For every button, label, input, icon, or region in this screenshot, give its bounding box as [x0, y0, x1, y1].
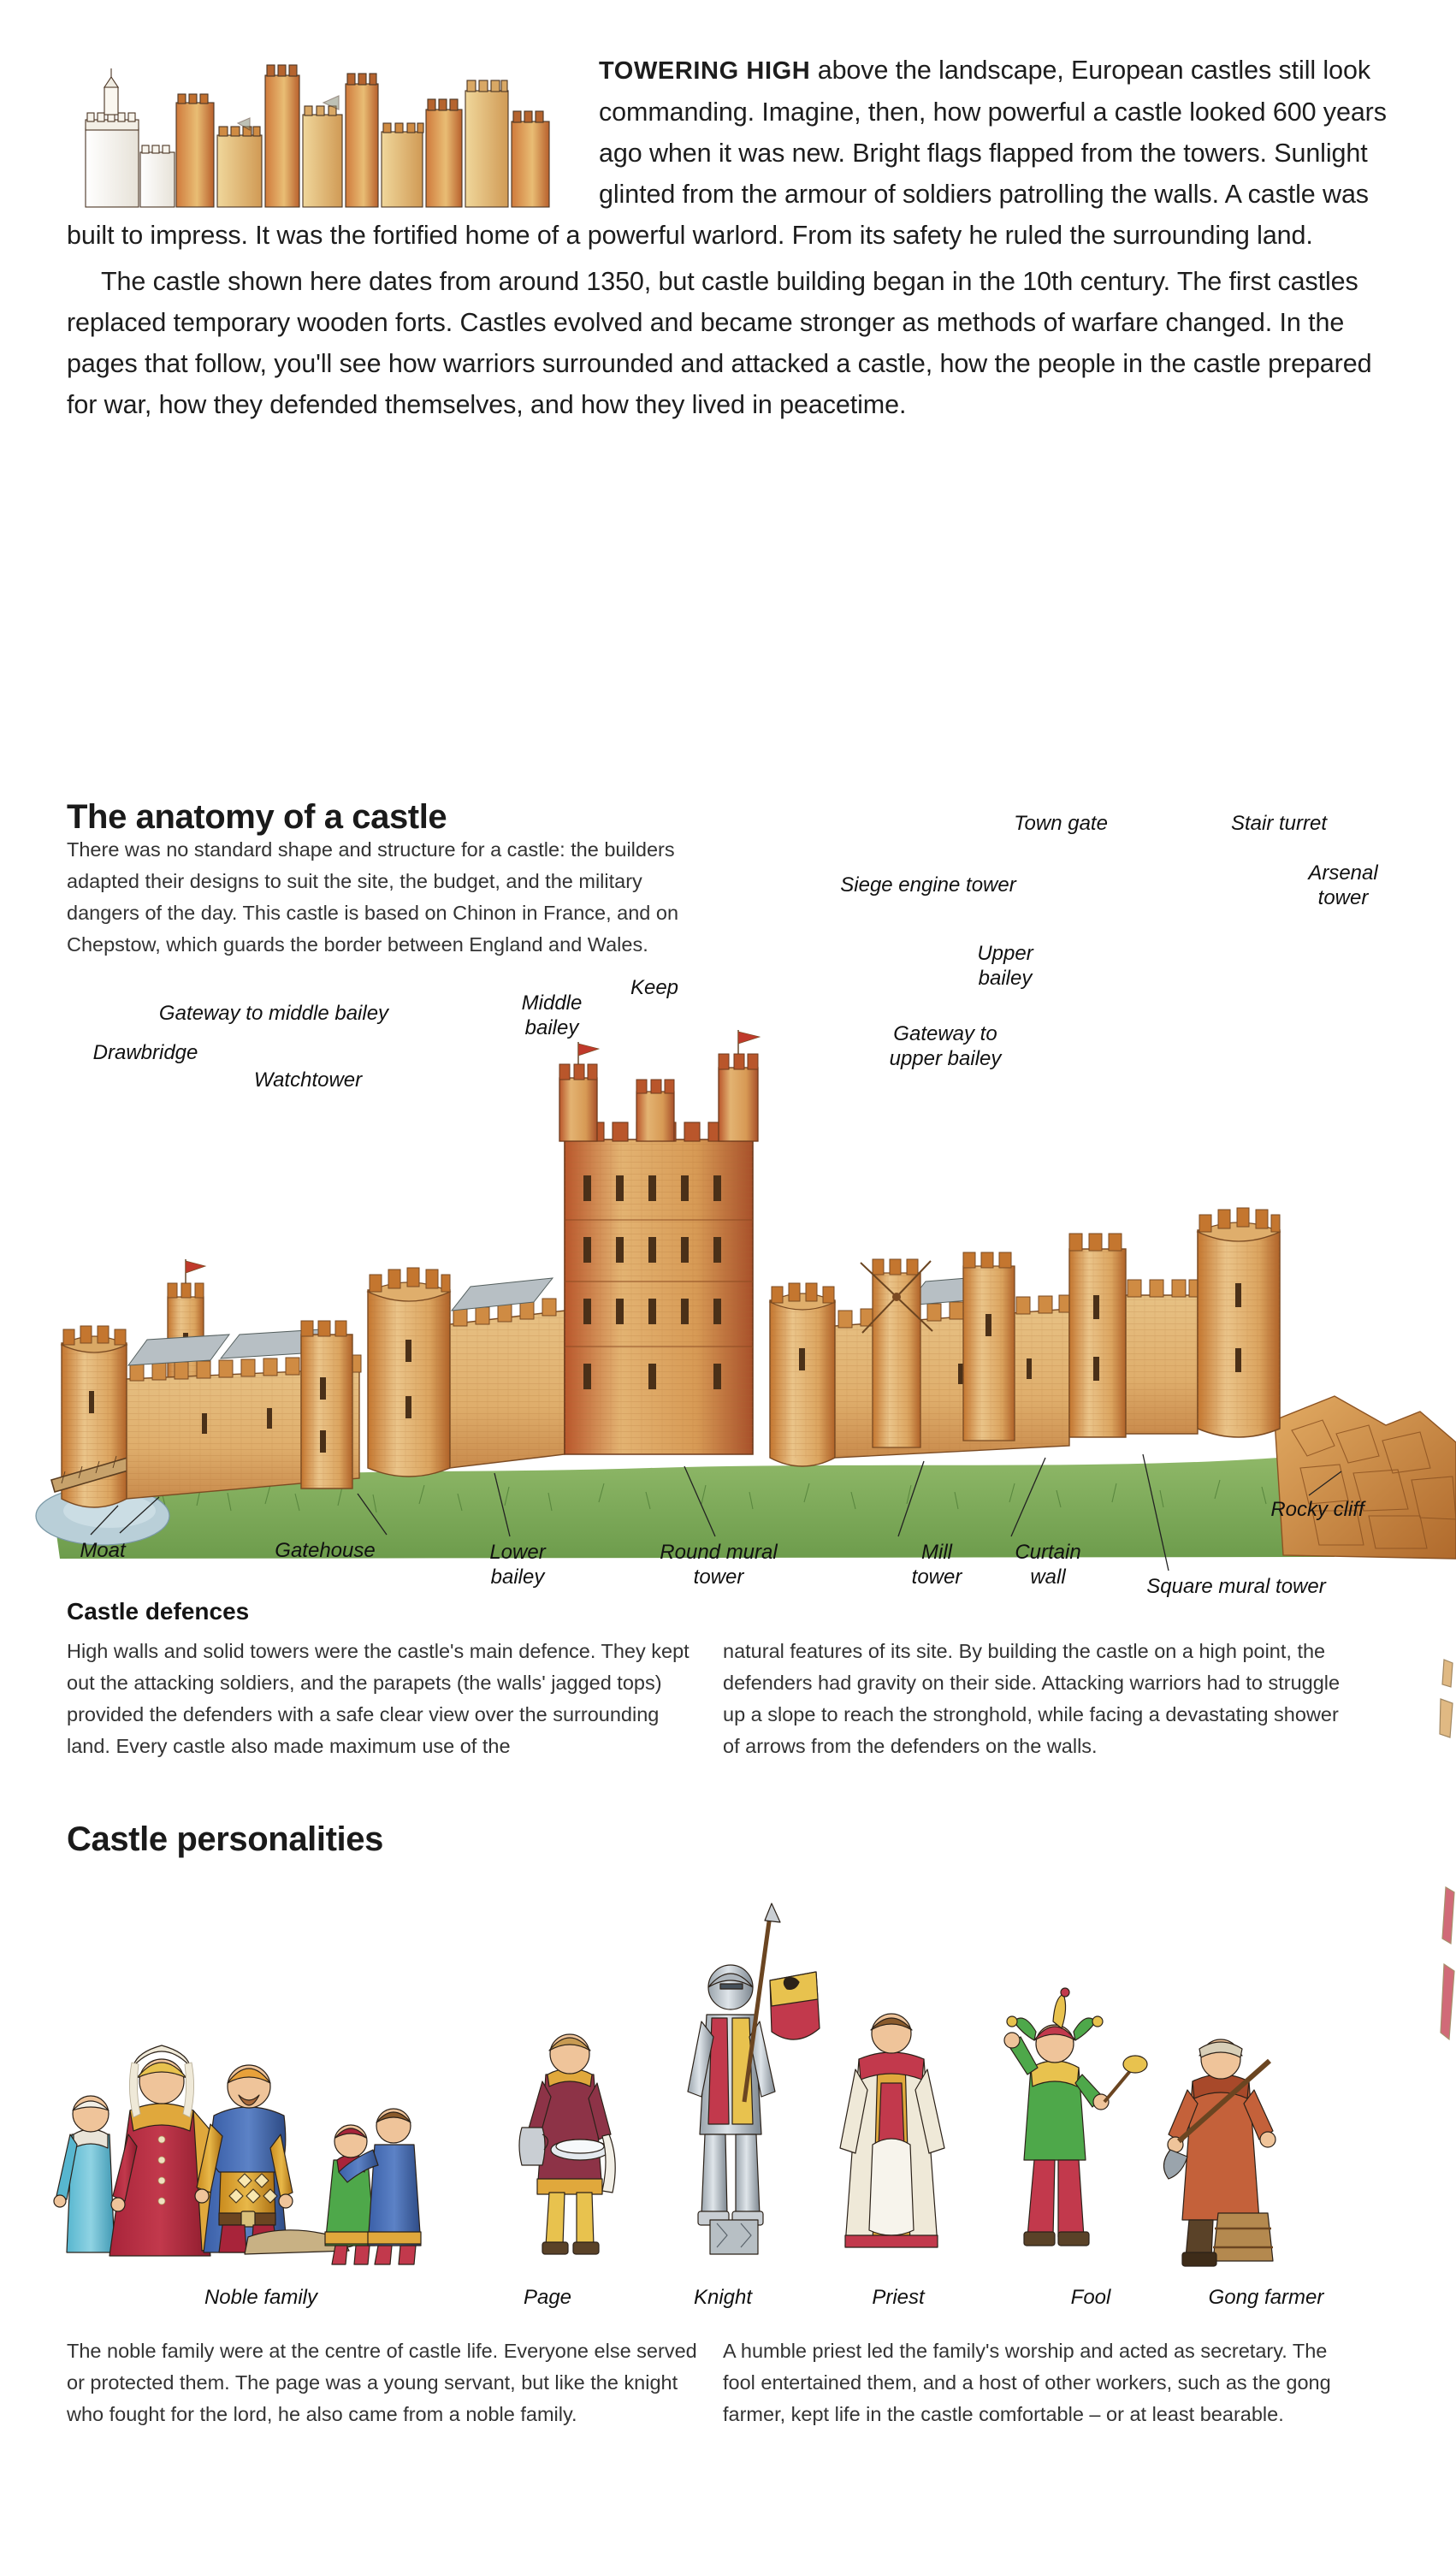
- diagram-label-gatehouse: Gatehouse: [275, 1539, 376, 1562]
- diagram-label-drawbridge: Drawbridge: [92, 1041, 198, 1064]
- diagram-label-middle-bailey: Middle bailey: [521, 991, 583, 1039]
- diagram-label-gateway-middle-bailey: Gateway to middle bailey: [158, 1002, 389, 1025]
- anatomy-section-title: The anatomy of a castle: [67, 798, 447, 837]
- intro-lead-text: TOWERING HIGH: [599, 57, 811, 85]
- diagram-label-keep: Keep: [630, 976, 679, 999]
- intro-block: TOWERING HIGH above the landscape, Europ…: [67, 50, 1401, 425]
- diagram-label-curtain-wall: Curtain wall: [1015, 1541, 1081, 1589]
- intro-paragraph-1-text: above the landscape, European castles st…: [67, 56, 1387, 250]
- diagram-label-stair-turret: Stair turret: [1230, 812, 1328, 835]
- defences-section-title: Castle defences: [67, 1598, 250, 1625]
- personalities-column-left: The noble family were at the centre of c…: [67, 2340, 697, 2425]
- page-bleed-artifact-top: [1439, 1659, 1453, 1738]
- intro-paragraph-1: TOWERING HIGH above the landscape, Europ…: [67, 50, 1401, 256]
- figure-caption-fool: Fool: [1070, 2286, 1111, 2309]
- personalities-column-right: A humble priest led the family's worship…: [723, 2340, 1331, 2425]
- personalities-section-title: Castle personalities: [67, 1820, 383, 1858]
- diagram-label-siege-engine-tower: Siege engine tower: [840, 873, 1016, 897]
- page-bleed-artifact-bottom: [1440, 1885, 1455, 2041]
- diagram-label-arsenal-tower: Arsenal tower: [1308, 861, 1378, 909]
- diagram-label-mill-tower: Mill tower: [911, 1541, 962, 1589]
- castle-anatomy-diagram: Town gate Stair turret Siege engine towe…: [0, 812, 1456, 1617]
- figure-caption-priest: Priest: [872, 2286, 925, 2309]
- figure-caption-gong-farmer: Gong farmer: [1208, 2286, 1324, 2309]
- diagram-label-gateway-upper-bailey: Gateway to upper bailey: [889, 1022, 1002, 1070]
- castle-personalities-illustration: [51, 1878, 1420, 2280]
- diagram-label-upper-bailey: Upper bailey: [977, 942, 1033, 990]
- diagram-label-watchtower: Watchtower: [253, 1068, 363, 1092]
- castle-skyline-illustration: [67, 50, 580, 212]
- intro-paragraph-2: The castle shown here dates from around …: [67, 267, 1372, 419]
- diagram-label-lower-bailey: Lower bailey: [489, 1541, 546, 1589]
- diagram-label-town-gate: Town gate: [1014, 812, 1108, 835]
- diagram-label-rocky-cliff: Rocky cliff: [1270, 1498, 1364, 1521]
- defences-column-left: High walls and solid towers were the cas…: [67, 1640, 690, 1757]
- defences-column-right: natural features of its site. By buildin…: [723, 1640, 1341, 1757]
- diagram-label-round-mural-tower: Round mural tower: [660, 1541, 778, 1589]
- diagram-label-moat: Moat: [80, 1539, 126, 1562]
- figure-caption-page: Page: [523, 2286, 572, 2309]
- figure-caption-noble-family: Noble family: [204, 2286, 318, 2309]
- anatomy-intro-text: There was no standard shape and structur…: [67, 838, 679, 956]
- diagram-label-square-mural-tower: Square mural tower: [1146, 1575, 1326, 1598]
- figure-caption-knight: Knight: [693, 2286, 753, 2309]
